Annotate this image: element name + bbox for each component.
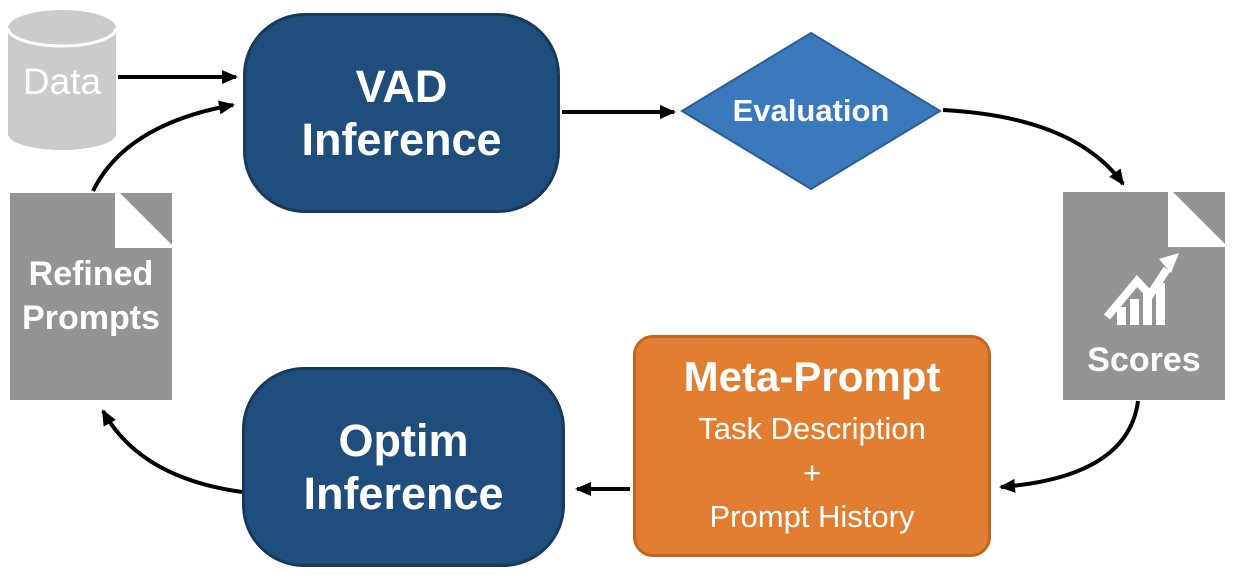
folded-corner <box>120 193 172 245</box>
arrow-evaluation-to-scores <box>942 108 1125 186</box>
bar-chart-trend-icon <box>1103 253 1179 326</box>
meta-prompt-prompt-history: Prompt History <box>709 499 915 535</box>
diamond-shape <box>680 32 942 190</box>
optim-inference-node: Optim Inference <box>242 367 565 567</box>
data-store-node: Data <box>8 10 116 150</box>
arrow-optim-inference-to-refined-prompts <box>101 409 243 494</box>
arrow-scores-to-meta-prompt <box>999 400 1140 493</box>
scores-document-node: Scores <box>1063 192 1225 400</box>
meta-prompt-plus: + <box>802 455 822 491</box>
meta-prompt-title: Meta-Prompt <box>683 352 941 400</box>
evaluation-node: Evaluation <box>680 32 942 190</box>
meta-prompt-task-description: Task Description <box>698 411 926 447</box>
scores-label: Scores <box>1087 341 1201 380</box>
refined-prompts-document-node: Refined Prompts <box>10 193 172 400</box>
folded-corner <box>1173 192 1225 244</box>
vad-inference-node: VAD Inference <box>243 13 560 213</box>
meta-prompt-node: Meta-Prompt Task Description + Prompt Hi… <box>633 335 991 557</box>
database-icon <box>8 10 116 150</box>
data-store-label: Data <box>22 61 102 102</box>
refined-prompts-label: Refined Prompts <box>22 254 160 337</box>
document-icon <box>10 193 172 400</box>
vad-inference-label: VAD Inference <box>301 60 502 165</box>
optim-inference-label: Optim Inference <box>303 414 504 519</box>
evaluation-label: Evaluation <box>732 93 890 128</box>
